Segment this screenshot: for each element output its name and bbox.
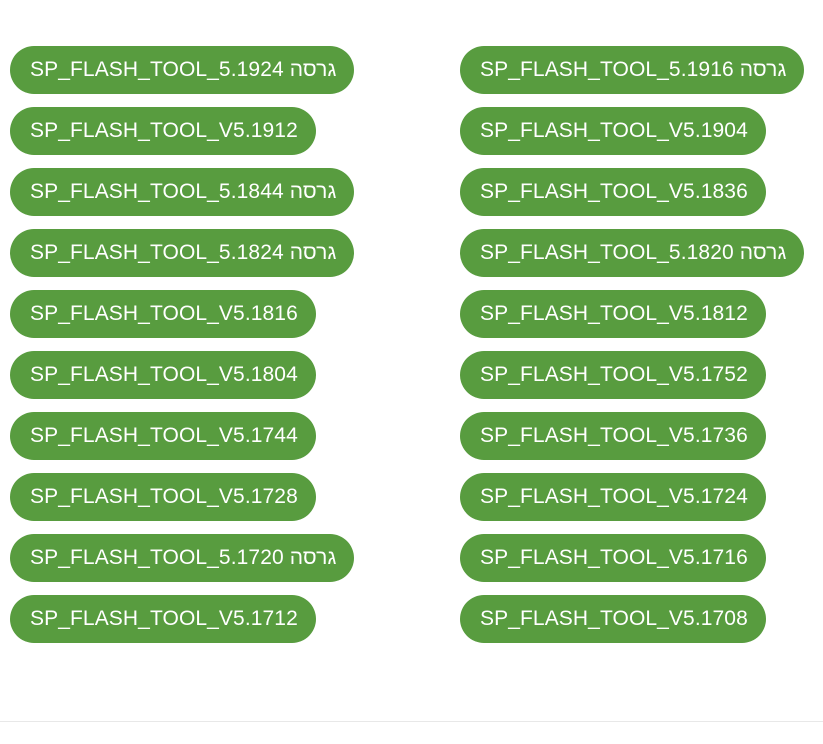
tag-link[interactable]: SP_FLASH_TOOL_5.1824 גרסה xyxy=(10,229,355,277)
tag-label: SP_FLASH_TOOL_5.1916 גרסה xyxy=(480,58,787,81)
tag-label: SP_FLASH_TOOL_5.1844 גרסה xyxy=(30,180,337,203)
tag-link[interactable]: SP_FLASH_TOOL_V5.1812 xyxy=(460,290,766,338)
tag-link[interactable]: SP_FLASH_TOOL_V5.1836 xyxy=(460,168,766,216)
tag-link[interactable]: SP_FLASH_TOOL_V5.1716 xyxy=(460,534,766,582)
tag-link[interactable]: SP_FLASH_TOOL_5.1844 גרסה xyxy=(10,168,355,216)
tag-label: SP_FLASH_TOOL_V5.1904 xyxy=(480,119,748,142)
tag-link[interactable]: SP_FLASH_TOOL_5.1820 גרסה xyxy=(460,229,805,277)
tag-label: SP_FLASH_TOOL_5.1924 גרסה xyxy=(30,58,337,81)
tag-label: SP_FLASH_TOOL_5.1720 גרסה xyxy=(30,546,337,569)
tag-link[interactable]: SP_FLASH_TOOL_V5.1816 xyxy=(10,290,316,338)
tag-link[interactable]: SP_FLASH_TOOL_5.1924 גרסה xyxy=(10,46,355,94)
tag-label: SP_FLASH_TOOL_V5.1912 xyxy=(30,119,298,142)
tag-link[interactable]: SP_FLASH_TOOL_V5.1752 xyxy=(460,351,766,399)
tag-label: SP_FLASH_TOOL_V5.1836 xyxy=(480,180,748,203)
tag-link[interactable]: SP_FLASH_TOOL_V5.1736 xyxy=(460,412,766,460)
tag-label: SP_FLASH_TOOL_5.1824 גרסה xyxy=(30,241,337,264)
tag-link[interactable]: SP_FLASH_TOOL_V5.1804 xyxy=(10,351,316,399)
tag-cloud: SP_FLASH_TOOL_5.1924 גרסה SP_FLASH_TOOL_… xyxy=(10,46,813,643)
tag-column-left: SP_FLASH_TOOL_5.1924 גרסה SP_FLASH_TOOL_… xyxy=(10,46,460,643)
tag-link[interactable]: SP_FLASH_TOOL_V5.1712 xyxy=(10,595,316,643)
bottom-divider xyxy=(0,721,823,722)
tag-link[interactable]: SP_FLASH_TOOL_5.1720 גרסה xyxy=(10,534,355,582)
tag-label: SP_FLASH_TOOL_V5.1716 xyxy=(480,546,748,569)
tag-label: SP_FLASH_TOOL_V5.1712 xyxy=(30,607,298,630)
tag-link[interactable]: SP_FLASH_TOOL_V5.1744 xyxy=(10,412,316,460)
tag-label: SP_FLASH_TOOL_V5.1708 xyxy=(480,607,748,630)
tag-label: SP_FLASH_TOOL_V5.1724 xyxy=(480,485,748,508)
tag-link[interactable]: SP_FLASH_TOOL_5.1916 גרסה xyxy=(460,46,805,94)
tag-link[interactable]: SP_FLASH_TOOL_V5.1912 xyxy=(10,107,316,155)
tag-label: SP_FLASH_TOOL_V5.1816 xyxy=(30,302,298,325)
tag-label: SP_FLASH_TOOL_V5.1736 xyxy=(480,424,748,447)
tag-columns: SP_FLASH_TOOL_5.1924 גרסה SP_FLASH_TOOL_… xyxy=(10,46,813,643)
tag-label: SP_FLASH_TOOL_V5.1728 xyxy=(30,485,298,508)
tag-link[interactable]: SP_FLASH_TOOL_V5.1724 xyxy=(460,473,766,521)
tag-label: SP_FLASH_TOOL_5.1820 גרסה xyxy=(480,241,787,264)
tag-column-right: SP_FLASH_TOOL_5.1916 גרסה SP_FLASH_TOOL_… xyxy=(460,46,813,643)
tag-label: SP_FLASH_TOOL_V5.1804 xyxy=(30,363,298,386)
tag-link[interactable]: SP_FLASH_TOOL_V5.1728 xyxy=(10,473,316,521)
tag-label: SP_FLASH_TOOL_V5.1752 xyxy=(480,363,748,386)
tag-label: SP_FLASH_TOOL_V5.1812 xyxy=(480,302,748,325)
tag-link[interactable]: SP_FLASH_TOOL_V5.1904 xyxy=(460,107,766,155)
tag-link[interactable]: SP_FLASH_TOOL_V5.1708 xyxy=(460,595,766,643)
tag-label: SP_FLASH_TOOL_V5.1744 xyxy=(30,424,298,447)
